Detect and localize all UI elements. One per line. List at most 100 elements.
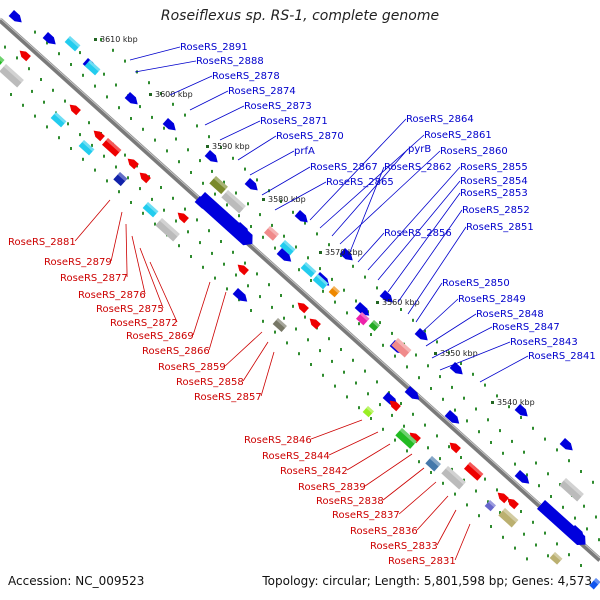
gene-arrow: [177, 212, 189, 224]
track-dot: [502, 535, 504, 539]
track-dot: [292, 304, 294, 308]
gene-label: RoseRS_2872: [110, 318, 178, 329]
track-dot: [244, 167, 246, 171]
track-dot: [184, 113, 186, 117]
gene-box: [113, 172, 128, 187]
track-dot: [448, 351, 450, 355]
track-dot: [400, 308, 402, 311]
gene-arrow: [497, 492, 509, 504]
track-dot: [43, 100, 45, 104]
track-dot: [442, 481, 444, 485]
track-dot: [484, 383, 486, 387]
track-dot: [307, 338, 309, 342]
gene-label: RoseRS_2849: [458, 294, 526, 305]
gene-label: RoseRS_2858: [176, 377, 244, 388]
label-leader-line: [192, 281, 211, 336]
gene-box: [221, 190, 246, 214]
track-dot: [4, 45, 6, 49]
gene-arrow: [389, 400, 401, 412]
gene-label: RoseRS_2852: [462, 205, 530, 216]
track-dot: [34, 114, 36, 118]
track-dot: [280, 200, 282, 203]
track-dot: [139, 105, 141, 109]
track-dot: [340, 254, 342, 257]
track-dot: [175, 219, 177, 223]
scale-tick-mark: [94, 38, 97, 41]
gene-box: [300, 262, 317, 278]
gene-label: RoseRS_2861: [424, 130, 492, 141]
track-dot: [211, 169, 213, 173]
track-dot: [163, 126, 165, 130]
track-dot: [151, 197, 153, 201]
gene-box: [263, 226, 279, 241]
gene-label: RoseRS_2839: [298, 482, 366, 493]
gene-arrow: [309, 318, 321, 330]
track-dot: [376, 286, 378, 290]
gene-label: RoseRS_2846: [244, 435, 312, 446]
gene-label: RoseRS_2857: [194, 392, 262, 403]
scale-tick-label: 3590 kbp: [212, 142, 250, 151]
track-dot: [412, 412, 414, 416]
gene-box: [559, 478, 584, 502]
track-dot: [451, 385, 453, 389]
label-leader-line: [425, 313, 477, 347]
gene-label: RoseRS_2873: [244, 101, 312, 112]
track-dot: [370, 417, 372, 420]
track-dot: [547, 554, 549, 558]
track-dot: [100, 38, 102, 41]
label-leader-line: [339, 150, 441, 245]
scale-tick-mark: [149, 93, 152, 96]
track-dot: [274, 246, 276, 250]
track-dot: [118, 106, 120, 110]
gene-label: RoseRS_2881: [8, 237, 76, 248]
track-dot: [508, 405, 510, 409]
gene-label: RoseRS_2874: [228, 86, 296, 97]
track-dot: [112, 48, 114, 52]
gene-label: RoseRS_2844: [262, 451, 330, 462]
track-dot: [430, 387, 432, 390]
track-dot: [424, 329, 426, 333]
gene-label: RoseRS_2855: [460, 162, 528, 173]
gene-box: [355, 312, 370, 326]
gene-arrow: [449, 442, 461, 454]
gene-label: RoseRS_2866: [142, 346, 210, 357]
track-dot: [427, 446, 429, 450]
track-dot: [340, 348, 342, 351]
gene-label: RoseRS_2856: [384, 228, 452, 239]
label-leader-line: [274, 181, 327, 211]
track-dot: [103, 154, 105, 158]
track-dot: [286, 341, 288, 345]
track-dot: [211, 251, 213, 255]
scale-tick-label: 3550 kbp: [440, 349, 478, 358]
track-dot: [424, 423, 426, 427]
track-dot: [46, 41, 48, 45]
track-dot: [406, 449, 408, 453]
gene-features: [0, 10, 600, 590]
gene-box: [391, 338, 412, 358]
gene-arrow: [42, 32, 56, 45]
track-dot: [334, 384, 336, 388]
gene-label: RoseRS_2860: [440, 146, 508, 157]
track-dot: [487, 418, 489, 422]
gene-arrow: [162, 118, 176, 131]
gene-arrow: [514, 404, 528, 417]
track-dot: [280, 294, 282, 297]
label-leader-line: [367, 166, 461, 271]
track-dot: [22, 103, 24, 107]
track-dot: [247, 284, 249, 288]
track-dot: [124, 59, 126, 63]
track-dot: [190, 171, 192, 174]
track-dot: [250, 309, 252, 312]
track-dot: [442, 397, 444, 401]
track-dot: [94, 168, 96, 172]
genome-summary-text: Topology: circular; Length: 5,801,598 bp…: [262, 574, 592, 588]
track-dot: [514, 546, 516, 550]
track-dot: [448, 445, 450, 449]
gene-label: RoseRS_2838: [316, 496, 384, 507]
track-dot: [346, 395, 348, 399]
gene-arrow: [232, 288, 248, 302]
gene-label: RoseRS_2870: [276, 131, 344, 142]
gene-label: RoseRS_2836: [350, 526, 418, 537]
track-dot: [499, 429, 501, 433]
